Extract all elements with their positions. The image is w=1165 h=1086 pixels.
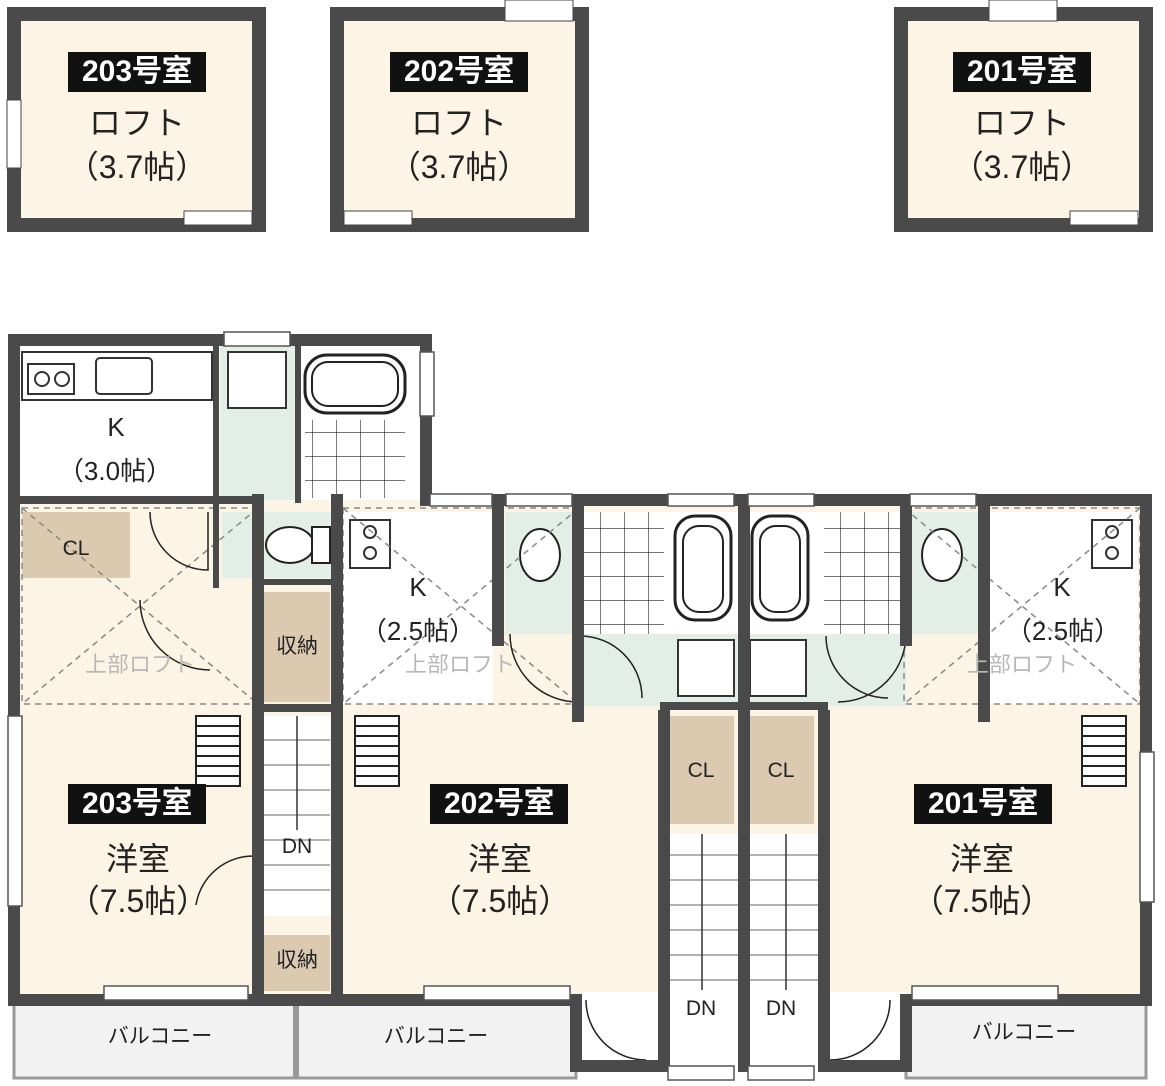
- wet-areas-202: [505, 512, 740, 824]
- kitchen-size-202: （2.5帖）: [360, 616, 476, 646]
- kitchen-202: [343, 512, 493, 704]
- loft-size-201: （3.7帖）: [951, 149, 1093, 185]
- loft-202: [330, 0, 589, 232]
- loft-201: [894, 0, 1153, 232]
- kitchen-size-201: （2.5帖）: [1005, 616, 1121, 646]
- storage-label-203-upper: 収納: [276, 635, 318, 658]
- unit-badge-203: 203号室: [68, 784, 206, 824]
- door-swings: [139, 511, 907, 1061]
- unit-badge-201-loft: 201号室: [953, 52, 1091, 92]
- room-name-203: 洋室: [105, 841, 170, 877]
- kitchen-label-201: K: [1053, 572, 1071, 602]
- windows: [7, 331, 1155, 1081]
- loft-name-201: ロフト: [973, 105, 1070, 141]
- loft-above-label-203: 上部ロフト: [84, 652, 195, 677]
- room-name-202: 洋室: [467, 841, 532, 877]
- loft-size-202: （3.7帖）: [388, 149, 530, 185]
- loft-name-203: ロフト: [88, 105, 185, 141]
- balcony-label-201: バルコニー: [971, 1021, 1077, 1044]
- loft-above-label-201: 上部ロフト: [966, 652, 1077, 677]
- stair-label-201: DN: [765, 997, 797, 1020]
- room-size-201: （7.5帖）: [911, 883, 1053, 919]
- stair-label-202: DN: [685, 997, 717, 1020]
- closet-label-201: CL: [767, 759, 795, 782]
- room-size-203: （7.5帖）: [67, 883, 209, 919]
- balcony-label-202: バルコニー: [383, 1025, 489, 1048]
- kitchen-label-203: K: [107, 412, 125, 442]
- loft-name-202: ロフト: [410, 105, 507, 141]
- stairs-203: [264, 716, 330, 916]
- balcony-label-203: バルコニー: [107, 1025, 213, 1048]
- closet-label-202: CL: [687, 759, 715, 782]
- wet-areas-201: [748, 512, 978, 824]
- loft-ladders: [195, 715, 1127, 787]
- unit-badge-202: 202号室: [430, 784, 568, 824]
- kitchen-size-203: （3.0帖）: [57, 456, 173, 486]
- unit-badge-202-loft: 202号室: [390, 52, 528, 92]
- loft-203: [6, 7, 266, 232]
- loft-size-203: （3.7帖）: [66, 149, 208, 185]
- loft-above-label-202: 上部ロフト: [404, 652, 515, 677]
- closet-label-203: CL: [62, 537, 90, 560]
- wet-areas-203: [220, 345, 412, 578]
- kitchen-201: [988, 512, 1138, 704]
- room-size-202: （7.5帖）: [429, 883, 571, 919]
- storage-203: [264, 592, 330, 991]
- kitchen-203: [21, 351, 213, 401]
- unit-badge-201: 201号室: [914, 784, 1052, 824]
- kitchen-label-202: K: [409, 572, 427, 602]
- room-name-201: 洋室: [949, 841, 1014, 877]
- central-stairs: [582, 834, 906, 1062]
- stair-label-203: DN: [281, 835, 313, 858]
- unit-badge-203-loft: 203号室: [68, 52, 206, 92]
- storage-label-203-lower: 収納: [276, 949, 318, 972]
